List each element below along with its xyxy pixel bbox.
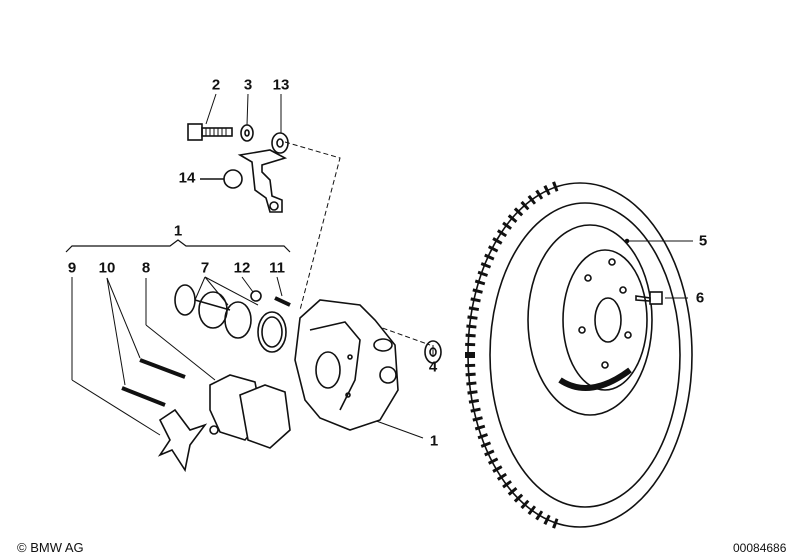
bolt-part-6 <box>635 291 663 305</box>
pins-part-10 <box>121 358 186 407</box>
washer-part-13 <box>271 132 289 154</box>
callout-3: 3 <box>243 76 253 94</box>
callout-9: 9 <box>67 259 77 277</box>
copyright-text: © BMW AG <box>17 540 84 555</box>
callout-12: 12 <box>233 259 251 277</box>
piston-seals-part-7 <box>174 284 287 353</box>
callout-7: 7 <box>200 259 210 277</box>
callout-1-group: 1 <box>173 222 183 240</box>
bolt-part-2 <box>187 123 233 141</box>
callout-8: 8 <box>141 259 151 277</box>
callout-2: 2 <box>211 76 221 94</box>
diagram-id: 00084686 <box>733 541 787 555</box>
group-brace <box>65 239 291 253</box>
bleed-screw-part-11-12 <box>250 290 291 307</box>
plug-part-14 <box>200 169 243 189</box>
washer-part-3 <box>240 124 254 142</box>
bracket-part <box>237 149 288 213</box>
callout-14: 14 <box>178 169 196 187</box>
washer-part-4 <box>424 340 442 364</box>
callout-5: 5 <box>698 232 708 250</box>
callout-10: 10 <box>98 259 116 277</box>
spring-clip-part-9 <box>157 408 208 473</box>
callout-6: 6 <box>695 289 705 307</box>
brake-disc-part-5 <box>464 180 693 530</box>
caliper-part-1 <box>294 299 399 431</box>
callout-11: 11 <box>269 259 285 277</box>
brake-pads-part-8 <box>209 374 291 449</box>
callout-4: 4 <box>428 358 438 376</box>
callout-13: 13 <box>272 76 290 94</box>
callout-1-caliper: 1 <box>429 432 439 450</box>
